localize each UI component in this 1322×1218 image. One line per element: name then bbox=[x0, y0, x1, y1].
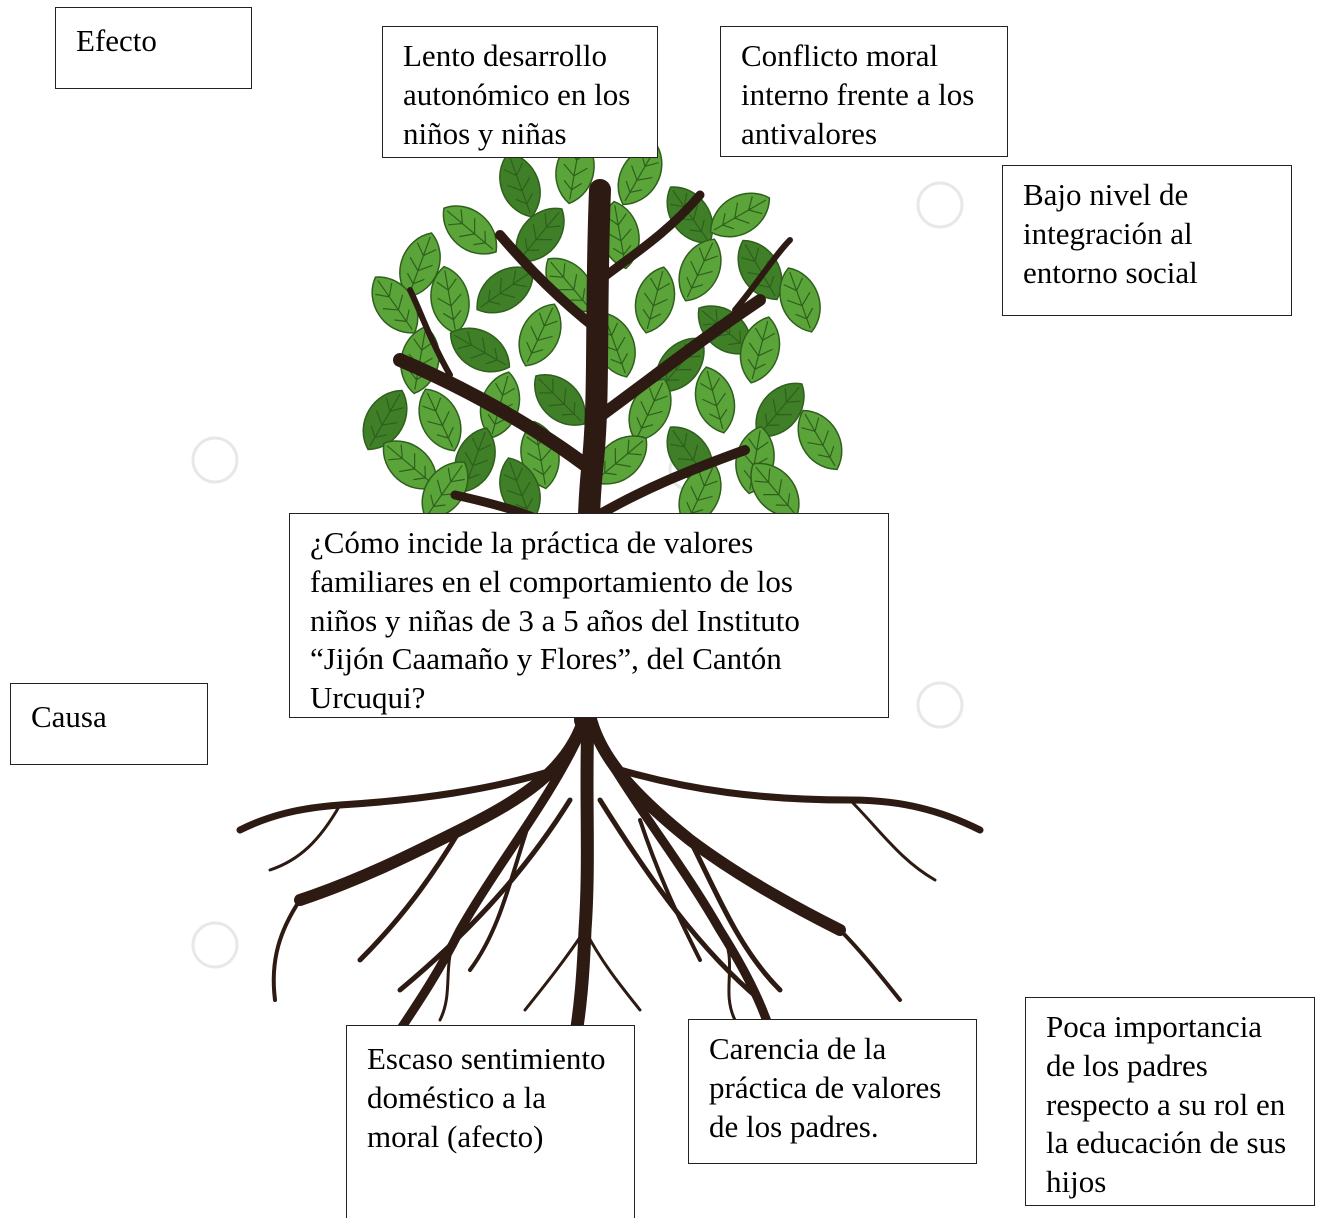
root bbox=[468, 818, 532, 972]
leaf bbox=[755, 382, 805, 438]
leaf bbox=[476, 266, 534, 314]
cause-box-2: Carencia de la práctica de valores de lo… bbox=[688, 1019, 977, 1164]
root bbox=[357, 827, 463, 963]
effect-box-2: Conflicto moral interno frente a los ant… bbox=[720, 26, 1008, 157]
root bbox=[438, 928, 462, 1022]
root bbox=[568, 713, 595, 1047]
tree-roots bbox=[236, 709, 984, 1047]
leaf bbox=[617, 144, 663, 206]
leaf bbox=[499, 457, 541, 523]
leaf bbox=[634, 266, 676, 334]
root bbox=[395, 725, 587, 1035]
leaf bbox=[418, 388, 462, 452]
root bbox=[838, 928, 902, 1002]
leaf bbox=[750, 462, 800, 518]
root bbox=[397, 797, 573, 993]
leaf bbox=[534, 374, 586, 426]
root bbox=[584, 709, 846, 936]
leaf bbox=[694, 366, 736, 434]
root bbox=[523, 928, 587, 1012]
leaf bbox=[600, 200, 640, 270]
leaf bbox=[739, 316, 781, 384]
cause-box-3: Poca importancia de los padres respecto … bbox=[1025, 997, 1315, 1206]
effect-box-1: Lento desarrollo autonómico en los niños… bbox=[382, 26, 658, 158]
root bbox=[687, 837, 783, 993]
leaf bbox=[797, 409, 843, 471]
leaf bbox=[442, 205, 498, 255]
leaf bbox=[666, 186, 714, 244]
central-problem-box: ¿Cómo incide la práctica de valores fami… bbox=[289, 513, 889, 718]
cause-label: Causa bbox=[10, 683, 208, 765]
cause-box-1: Escaso sentimiento doméstico a la moral … bbox=[346, 1025, 635, 1218]
leaf bbox=[449, 327, 511, 373]
root bbox=[718, 928, 737, 1022]
leaf bbox=[678, 238, 722, 302]
root bbox=[583, 928, 642, 1012]
leaf bbox=[779, 267, 821, 333]
root bbox=[638, 818, 702, 962]
root bbox=[848, 798, 937, 882]
leaf bbox=[709, 192, 771, 238]
leaf bbox=[518, 303, 562, 367]
leaf bbox=[592, 435, 648, 485]
effect-box-3: Bajo nivel de integración al entorno soc… bbox=[1002, 165, 1292, 316]
effect-label: Efecto bbox=[55, 7, 252, 89]
leaf bbox=[362, 389, 408, 451]
root bbox=[268, 803, 342, 872]
root bbox=[271, 898, 302, 1002]
root bbox=[616, 766, 984, 834]
root bbox=[236, 766, 559, 834]
